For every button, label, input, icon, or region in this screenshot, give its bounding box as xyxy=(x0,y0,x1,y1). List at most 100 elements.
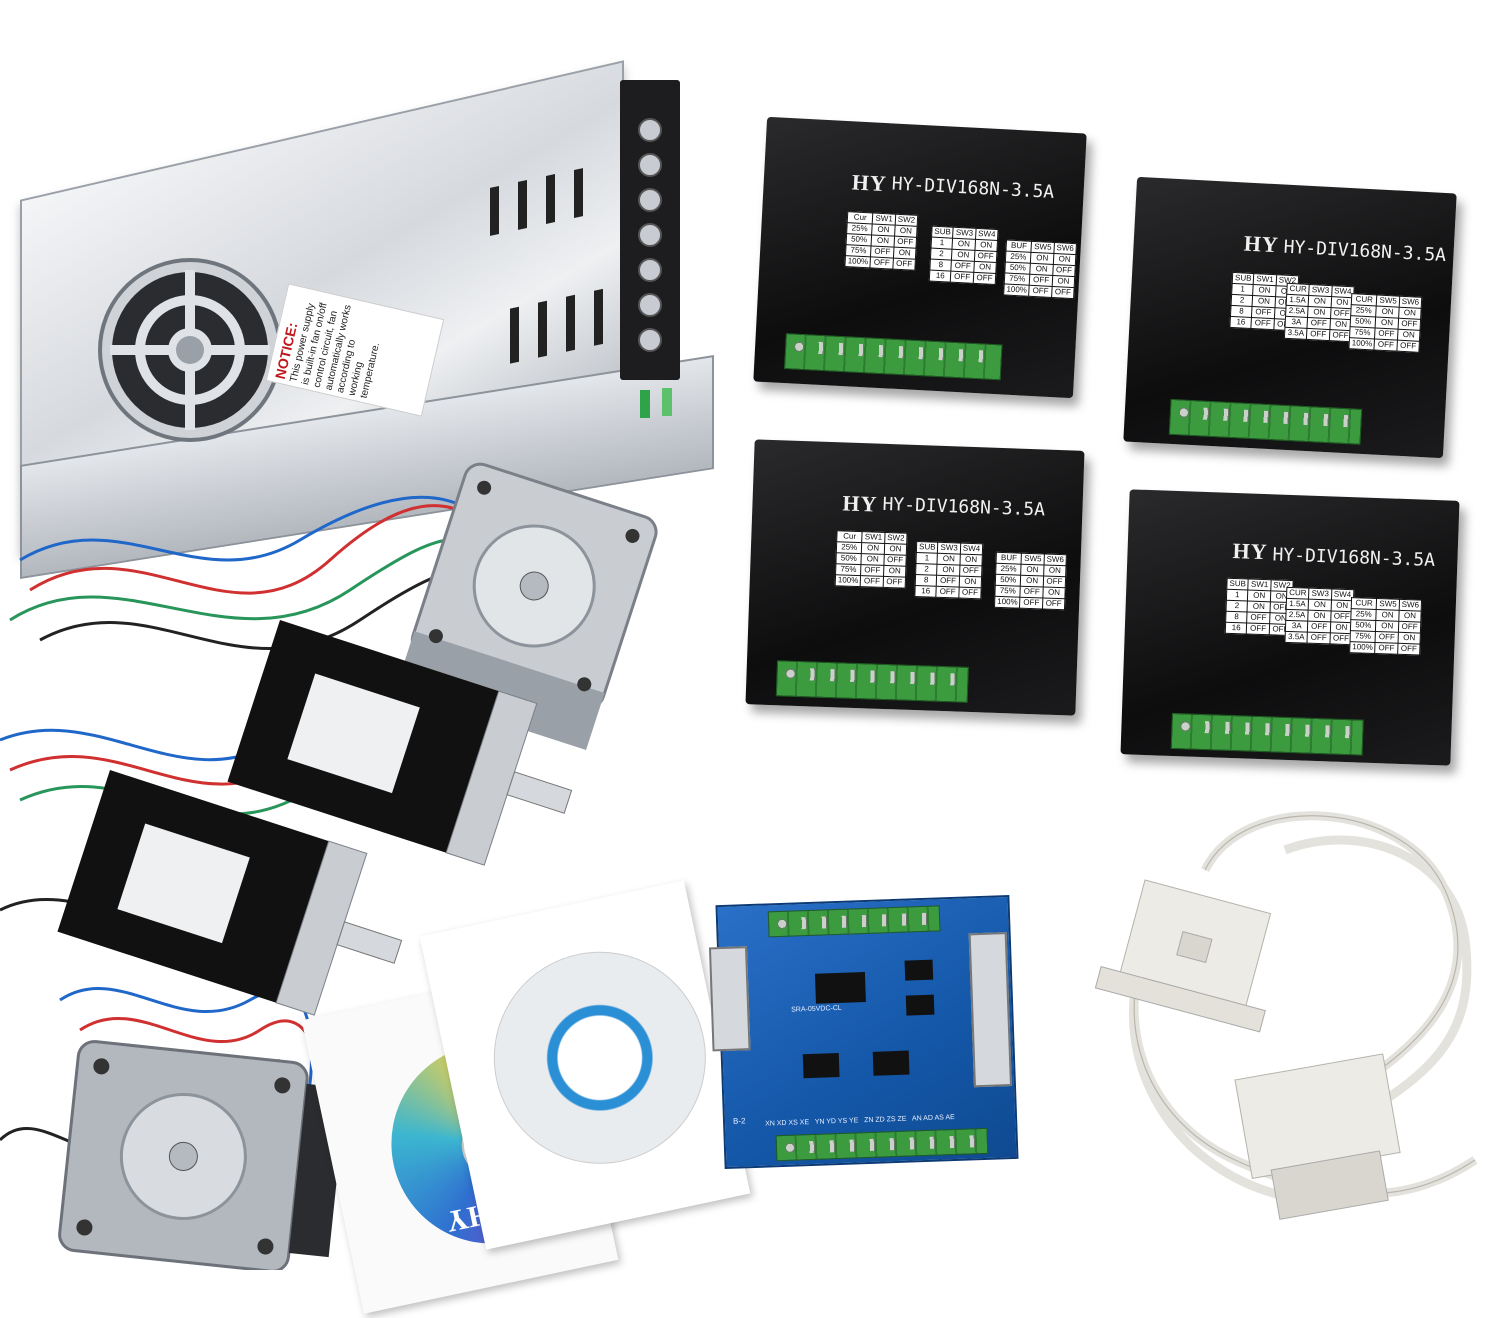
table-cell: 3A xyxy=(1285,620,1309,633)
relay xyxy=(814,972,866,1004)
table-cell: OFF xyxy=(1307,621,1331,633)
table-cell: 1.5A xyxy=(1286,294,1310,307)
table-cell: OFF xyxy=(1043,575,1066,588)
table-cell: OFF xyxy=(892,258,916,271)
stepper-motors-and-wires xyxy=(0,462,658,1270)
table-cell: SW5 xyxy=(1031,241,1055,254)
table-cell: OFF xyxy=(1029,274,1053,287)
table-cell: OFF xyxy=(950,271,974,284)
table-cell: 8 xyxy=(1225,611,1248,623)
parallel-breakout-board: SRA-05VDC-CL XN XD XS XE YN YD YS YE ZN … xyxy=(708,894,1019,1170)
table-cell: 50% xyxy=(1004,261,1031,275)
table-cell: OFF xyxy=(1398,621,1421,634)
table-cell: SW3 xyxy=(1308,588,1332,600)
table-cell: 2 xyxy=(915,563,938,576)
table-cell: ON xyxy=(1376,609,1399,622)
table-cell: CUR xyxy=(1286,283,1310,296)
table-cell: SW5 xyxy=(1021,553,1045,565)
table-cell: OFF xyxy=(1397,318,1421,331)
table-cell: 75% xyxy=(1004,272,1031,286)
table-cell: ON xyxy=(1398,610,1422,623)
table-cell: 100% xyxy=(844,255,871,268)
ic-chip xyxy=(872,1050,910,1076)
table-cell: 25% xyxy=(1005,250,1032,264)
table-cell: OFF xyxy=(1307,317,1331,330)
table-cell: 25% xyxy=(846,222,873,235)
table-cell: ON xyxy=(937,564,960,577)
table-cell: 3.5A xyxy=(1284,327,1308,340)
table-cell: 1.5A xyxy=(1286,598,1309,611)
table-cell: ON xyxy=(958,576,982,588)
db25-parallel-cable xyxy=(1094,811,1478,1220)
board-terminal-strip-top xyxy=(767,905,941,938)
table-cell: SW1 xyxy=(872,212,896,226)
stepper-motor xyxy=(395,462,658,751)
stepper-motor xyxy=(57,770,403,1016)
ic-chip xyxy=(802,1052,840,1079)
table-cell: OFF xyxy=(1374,338,1398,352)
table-cell: ON xyxy=(1020,575,1044,587)
table-cell: OFF xyxy=(951,260,975,273)
driver-terminal-strip xyxy=(1168,398,1363,445)
table-cell: OFF xyxy=(1042,597,1066,610)
table-cell: ON xyxy=(883,565,907,578)
table-cell: ON xyxy=(1308,610,1331,622)
table-cell: 25% xyxy=(836,541,863,554)
table-cell: OFF xyxy=(1052,264,1076,277)
table-cell: 75% xyxy=(1349,326,1376,339)
table-cell: SW4 xyxy=(960,543,983,555)
table-cell: 75% xyxy=(835,563,862,576)
table-cell: 100% xyxy=(1348,337,1375,350)
table-cell: ON xyxy=(959,554,983,566)
ic-chip xyxy=(904,959,934,981)
table-cell: OFF xyxy=(1029,285,1052,298)
table-cell: SW6 xyxy=(1043,553,1067,566)
table-cell: OFF xyxy=(1375,642,1398,655)
table-cell: 25% xyxy=(995,563,1022,576)
table-cell: OFF xyxy=(1307,632,1331,644)
table-cell: OFF xyxy=(1374,327,1398,341)
table-cell: CUR xyxy=(1351,597,1378,610)
table-cell: SUB xyxy=(931,226,954,239)
table-cell: 50% xyxy=(1350,619,1377,632)
table-cell: SW1 xyxy=(1248,579,1271,591)
driver-model: HY-DIV168N-3.5A xyxy=(891,173,1055,203)
driver-brand-logo: HY xyxy=(1243,230,1280,258)
table-cell: 25% xyxy=(1350,608,1377,621)
software-cd-disc xyxy=(474,932,726,1184)
table-cell: OFF xyxy=(1251,306,1275,319)
table-cell: 1 xyxy=(1226,589,1249,602)
table-cell: OFF xyxy=(936,586,959,599)
table-cell: 75% xyxy=(1350,630,1376,643)
driver-model: HY-DIV168N-3.5A xyxy=(1283,236,1447,267)
table-cell: OFF xyxy=(973,272,996,285)
table-cell: SW3 xyxy=(953,227,976,240)
stepper-driver-2: HY HY-DIV168N-3.5A SUBSW1SW21ONON2ONOFF8… xyxy=(1123,176,1457,459)
table-cell: 16 xyxy=(1225,622,1248,634)
table-cell: SW1 xyxy=(862,531,885,544)
db25-connector xyxy=(1094,879,1272,1033)
table-cell: SW6 xyxy=(1053,242,1077,255)
table-cell: SW6 xyxy=(1399,296,1422,309)
table-cell: 8 xyxy=(915,574,938,587)
status-led xyxy=(640,390,650,418)
table-cell: 2.5A xyxy=(1285,305,1309,318)
table-cell: OFF xyxy=(893,236,917,249)
table-cell: OFF xyxy=(882,576,906,589)
board-id: B-2 xyxy=(732,1116,746,1126)
table-cell: 50% xyxy=(835,552,862,565)
table-cell: OFF xyxy=(1247,612,1270,624)
table-cell: ON xyxy=(884,543,907,556)
table-cell: SUB xyxy=(1232,272,1255,285)
table-cell: SUB xyxy=(1226,578,1249,591)
table-cell: 75% xyxy=(994,585,1021,598)
cooling-fan-icon xyxy=(98,258,282,442)
power-supply: NOTICE: This power supply is built-in fa… xyxy=(20,60,714,579)
table-cell: OFF xyxy=(1020,586,1044,598)
db25-connector xyxy=(1234,1053,1401,1220)
